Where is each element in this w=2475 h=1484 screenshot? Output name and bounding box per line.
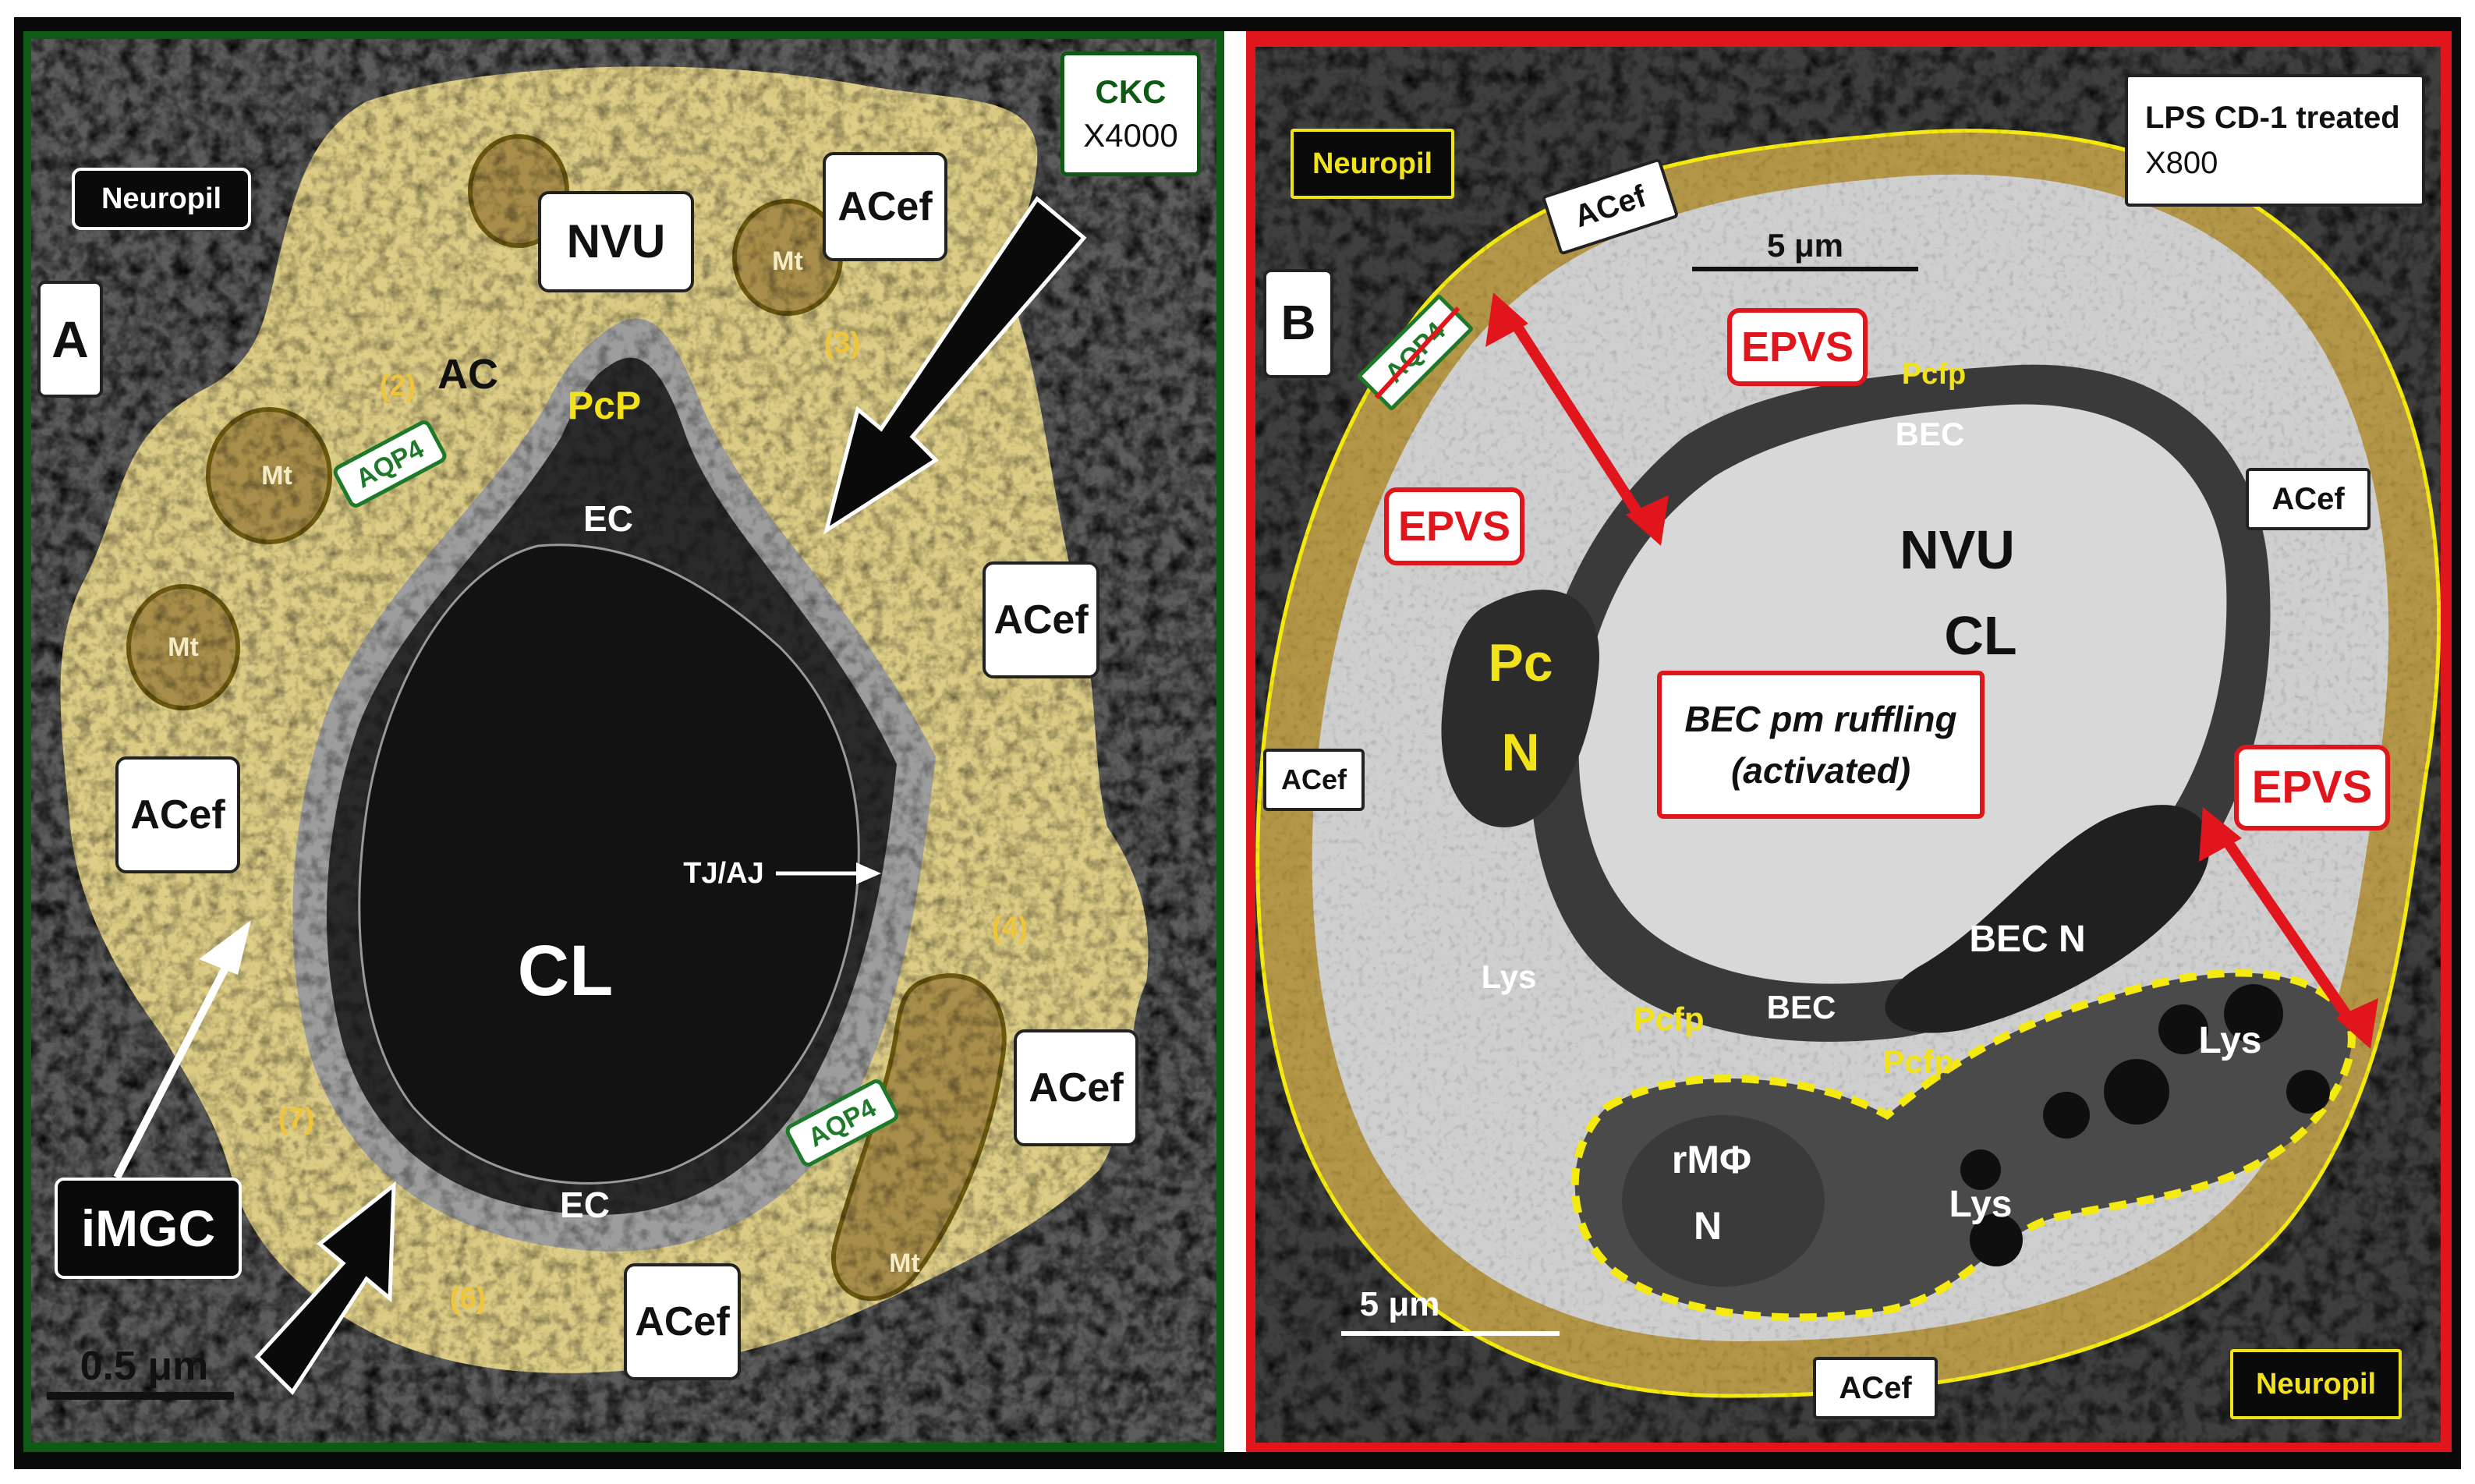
panel-b-neuropil-bottom: Neuropil — [2230, 1349, 2402, 1419]
panel-b-pcfp-top: Pcfp — [1901, 358, 1967, 391]
panel-b-rmphi: rMΦ — [1671, 1138, 1752, 1181]
panel-b-lysosome — [2286, 1070, 2330, 1114]
panel-b-pcfp-bottom: Pcfp — [1882, 1043, 1954, 1080]
panel-b-lysosome — [2224, 984, 2283, 1043]
panel-b-lysosome — [2104, 1059, 2169, 1125]
panel-b-epvs-right: EPVS — [2234, 745, 2390, 831]
panel-b-epvs-top: EPVS — [1727, 308, 1868, 386]
panel-b-acef-left: ACef — [1263, 749, 1365, 811]
panel-a-ac: AC — [437, 351, 498, 398]
panel-b-lys-1: Lys — [1481, 958, 1537, 995]
panel-b-bec-n: BEC N — [1969, 919, 2086, 960]
panel-b-pcfp-left: Pcfp — [1633, 1001, 1705, 1037]
panel-a-number-6: (6) — [449, 1282, 487, 1315]
panel-a-mt-2: Mt — [168, 632, 199, 662]
panel-b-neuropil-top: Neuropil — [1291, 129, 1454, 199]
panel-a-neuropil: Neuropil — [72, 168, 251, 230]
panel-b-scale-label-bottom: 5 μm — [1359, 1285, 1440, 1323]
panel-b-treatment-box: LPS CD-1 treated X800 — [2125, 74, 2425, 207]
panel-b-cl: CL — [1944, 605, 2017, 666]
panel-b-pc: Pc — [1488, 633, 1553, 692]
panel-b-letter: B — [1263, 269, 1333, 378]
panel-b-macrophage-nucleus — [1622, 1115, 1825, 1287]
panel-b-scale-label-top: 5 μm — [1766, 227, 1844, 264]
panel-b-acef-right: ACef — [2246, 468, 2371, 530]
panel-b-epvs-left: EPVS — [1384, 487, 1524, 565]
panel-a-mt-3: Mt — [772, 246, 803, 276]
panel-a-arrow-black-bottom — [254, 1181, 396, 1395]
panel-a-mt-1: Mt — [261, 461, 292, 491]
panel-a-capillary-lumen — [359, 544, 859, 1184]
panel-b-ruffling-line2: (activated) — [1730, 750, 1911, 791]
panel-a-nvu: NVU — [538, 191, 694, 292]
panel-a-magnification: X4000 — [1083, 117, 1178, 154]
panel-b-ruffling-box: BEC pm ruffling (activated) — [1657, 671, 1985, 819]
panel-b-pericyte-nucleus — [1441, 590, 1599, 827]
panel-a-cl: CL — [517, 931, 614, 1011]
panel-a-arrow-white-imgc — [113, 949, 238, 1180]
panel-b-treatment: LPS CD-1 treated — [2145, 101, 2400, 135]
panel-b-arrow-red-lower — [2199, 807, 2378, 1049]
panel-a-acef-2: ACef — [983, 561, 1099, 678]
panel-b-bec-top: BEC — [1895, 416, 1965, 452]
panel-b-bec-nucleus — [1885, 805, 2210, 1033]
panel-a-letter: A — [37, 281, 103, 398]
panel-a-source-box: CKC X4000 — [1060, 51, 1201, 176]
panel-a-acef-4: ACef — [1014, 1029, 1138, 1146]
panel-a-ec-bottom: EC — [560, 1185, 610, 1225]
panel-b-nvu: NVU — [1900, 519, 2015, 580]
panel-a-acef-3: ACef — [115, 756, 240, 873]
panel-b-lys-3: Lys — [1949, 1184, 2013, 1225]
panel-a-acef-1: ACef — [823, 152, 947, 261]
panel-b-lysosome — [2158, 1004, 2208, 1054]
panel-b-pc-n: N — [1501, 723, 1540, 782]
panel-b-bec-bottom: BEC — [1766, 989, 1836, 1025]
panel-b-arrow-red-upper — [1485, 292, 1669, 546]
panel-a-ec-top: EC — [583, 498, 633, 539]
panel-b-rmphi-n: N — [1693, 1204, 1723, 1248]
panel-a-pcp: PcP — [567, 384, 642, 427]
panel-b-magnification: X800 — [2145, 146, 2218, 180]
panel-a-arrow-black-top — [823, 196, 1087, 535]
panel-b-lys-2: Lys — [2198, 1020, 2262, 1061]
panel-a-number-3: (3) — [823, 327, 861, 359]
panel-a-mt-4: Mt — [889, 1248, 920, 1278]
panel-a-tj-aj: TJ/AJ — [683, 857, 764, 890]
panel-a-number-2: (2) — [379, 370, 416, 402]
panel-b-lysosome — [1960, 1149, 2001, 1190]
panel-a-acef-5: ACef — [624, 1263, 741, 1380]
panel-b-ruffling-line1: BEC pm ruffling — [1684, 699, 1957, 739]
panel-a-source: CKC — [1095, 73, 1167, 110]
panel-a-imgc: iMGC — [55, 1178, 242, 1279]
panel-a-scale-label: 0.5 μm — [80, 1344, 209, 1389]
panel-b-lysosome — [2043, 1092, 2090, 1139]
panel-a-number-4: (4) — [991, 912, 1029, 944]
panel-b-acef-bottom: ACef — [1813, 1357, 1938, 1419]
panel-a-number-7: (7) — [278, 1103, 315, 1135]
panel-b-lysosome — [1970, 1213, 2023, 1266]
